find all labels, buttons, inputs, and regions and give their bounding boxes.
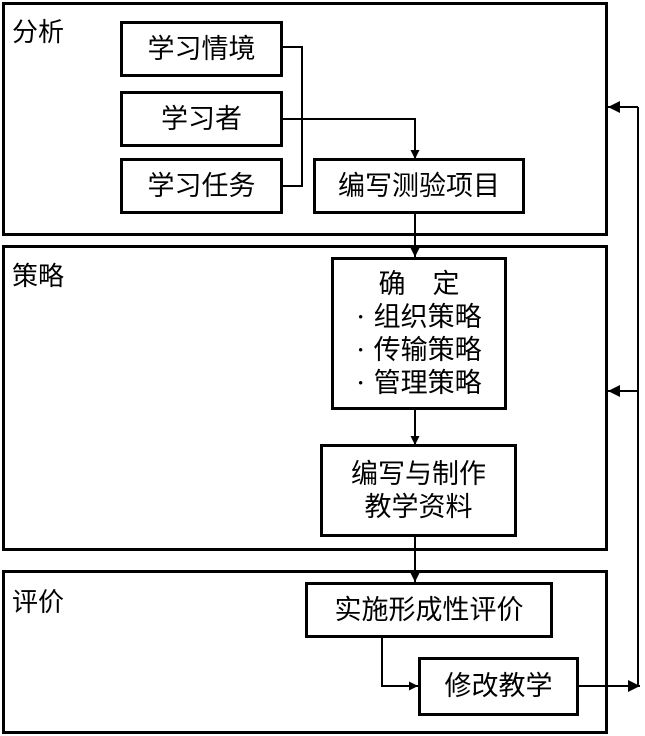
write-materials-line1: 编写与制作 bbox=[351, 458, 486, 490]
feedback-loop-line bbox=[578, 107, 639, 687]
learning-situation-box: 学习情境 bbox=[120, 21, 283, 77]
organization-strategy-item: · 组织策略 bbox=[356, 301, 482, 333]
formative-evaluation-box: 实施形成性评价 bbox=[305, 582, 553, 638]
management-strategy-item: · 管理策略 bbox=[356, 367, 482, 399]
evaluation-to-revise-arrow bbox=[381, 636, 418, 691]
write-materials-line2: 教学资料 bbox=[364, 491, 473, 523]
evaluation-panel-label: 评价 bbox=[12, 588, 65, 618]
learner-to-test-items-arrow bbox=[282, 118, 420, 159]
strategy-panel bbox=[2, 245, 608, 551]
delivery-strategy-item: · 传输策略 bbox=[356, 334, 482, 366]
bracket-situation-task bbox=[282, 46, 303, 187]
determine-strategies-box: 确 定 · 组织策略 · 传输策略 · 管理策略 bbox=[331, 257, 507, 410]
learning-task-box: 学习任务 bbox=[120, 158, 283, 214]
write-materials-box: 编写与制作 教学资料 bbox=[320, 444, 517, 537]
write-test-items-box: 编写测验项目 bbox=[313, 158, 525, 214]
learner-box: 学习者 bbox=[120, 91, 283, 147]
determine-title: 确 定 bbox=[378, 268, 460, 300]
strategy-panel-label: 策略 bbox=[12, 262, 65, 292]
revise-instruction-box: 修改教学 bbox=[418, 657, 579, 716]
analysis-panel-label: 分析 bbox=[12, 18, 65, 48]
analysis-panel bbox=[2, 2, 608, 236]
evaluation-panel bbox=[2, 570, 608, 734]
